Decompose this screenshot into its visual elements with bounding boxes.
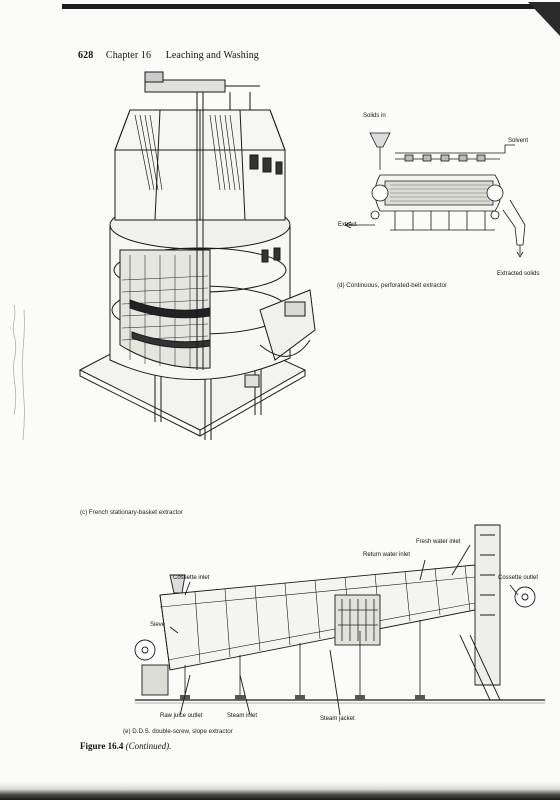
page-number: 628 [78, 50, 94, 61]
label-steam-jacket: Steam jacket [320, 716, 355, 722]
label-fresh-water-inlet: Fresh water inlet [416, 539, 461, 545]
running-header: 628 Chapter 16 Leaching and Washing [78, 50, 259, 61]
label-solids-in: Solids in [363, 113, 386, 119]
label-steam-inlet: Steam inlet [227, 713, 258, 719]
label-extracted-solids: Extracted solids [497, 271, 540, 277]
margin-handwriting [12, 304, 25, 441]
figure-label: Figure 16.4 [80, 741, 124, 751]
figure-title: Figure 16.4 (Continued). [80, 741, 171, 751]
chapter-title: Leaching and Washing [165, 50, 259, 61]
label-return-water-inlet: Return water inlet [363, 552, 411, 558]
label-raw-juice-outlet: Raw juice outlet [160, 713, 203, 719]
perforated-belt-extractor-drawing [344, 132, 526, 258]
caption-d: (d) Continuous, perforated-belt extracto… [337, 282, 448, 289]
scan-edge-bottom [0, 782, 560, 800]
caption-e: (e) D.D.S. double-screw, slope extractor [123, 728, 233, 735]
figure-note: (Continued). [125, 741, 172, 751]
label-solvent: Solvent [508, 138, 529, 144]
scan-edge-top [62, 4, 560, 9]
dds-slope-extractor-drawing [134, 524, 545, 716]
caption-c: (c) French stationary-basket extractor [80, 509, 183, 516]
label-cossette-outlet: Cossette outlet [498, 575, 539, 581]
label-extract: Extract [338, 222, 357, 228]
chapter-label: Chapter 16 [105, 50, 152, 61]
scan-corner-mark [528, 2, 560, 36]
label-cossette-inlet: Cossette inlet [173, 575, 210, 581]
label-sieve: Sieve [150, 622, 166, 628]
french-basket-extractor-drawing [78, 71, 316, 440]
